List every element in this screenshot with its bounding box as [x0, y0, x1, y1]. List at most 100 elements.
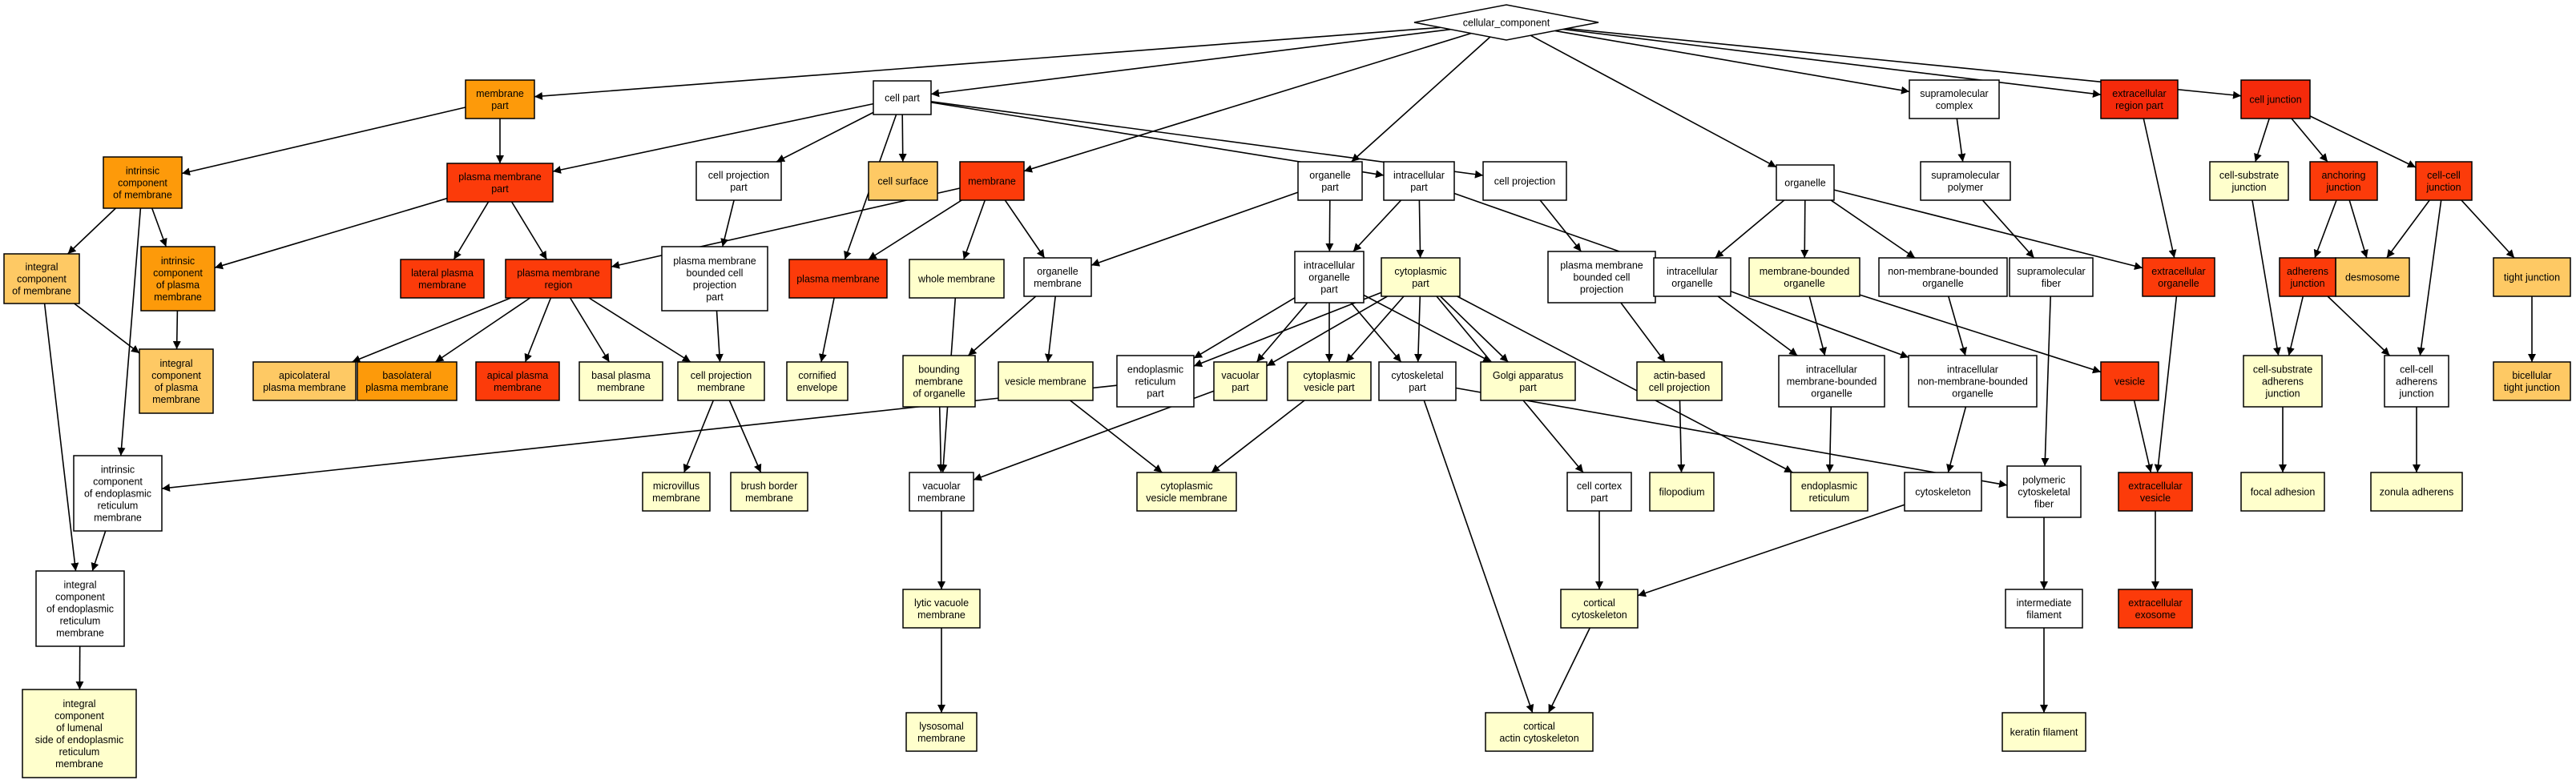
- node-membrane[interactable]: membrane: [959, 161, 1025, 201]
- node-label-line: membrane: [917, 733, 965, 744]
- node-cellular-component[interactable]: cellular_component: [1413, 4, 1599, 41]
- node-cytoskeleton[interactable]: cytoskeleton: [1904, 472, 1982, 512]
- node-desmosome[interactable]: desmosome: [2335, 257, 2410, 297]
- node-label-line: vesicle membrane: [1146, 493, 1227, 504]
- node-tight-junction[interactable]: tight junction: [2493, 257, 2571, 297]
- node-label-line: filament: [2026, 609, 2062, 621]
- node-filopodium[interactable]: filopodium: [1649, 472, 1715, 512]
- edge-cell-projection-membrane-to-brush-border-membrane: [728, 400, 762, 473]
- edge-actin-based-cell-projection-to-filopodium: [1677, 400, 1686, 473]
- node-vesicle-membrane[interactable]: vesicle membrane: [998, 361, 1094, 401]
- edge-adherens-junction-to-cell-substrate-adherens-junction: [2287, 296, 2304, 356]
- node-vesicle[interactable]: vesicle: [2100, 361, 2159, 401]
- node-keratin-filament[interactable]: keratin filament: [2002, 712, 2086, 752]
- node-plasma-membrane[interactable]: plasma membrane: [788, 259, 888, 299]
- edge-plasma-membrane-to-cornified-envelope: [818, 297, 835, 363]
- node-cell-projection[interactable]: cell projection: [1482, 161, 1567, 201]
- node-focal-adhesion[interactable]: focal adhesion: [2240, 472, 2325, 512]
- node-zonula-adherens[interactable]: zonula adherens: [2370, 472, 2463, 512]
- node-label-line: cortical: [1523, 721, 1555, 732]
- node-box: [788, 259, 888, 299]
- edge-intrinsic-component-of-membrane-to-intrinsic-component-of-er-membrane: [117, 207, 142, 456]
- node-label-line: whole membrane: [917, 274, 995, 285]
- node-cell-part[interactable]: cell part: [873, 80, 932, 115]
- node-organelle[interactable]: organelle: [1776, 164, 1835, 201]
- node-label-line: plasma membrane: [458, 171, 542, 183]
- edge-cell-junction-to-cell-cell-junction: [2309, 115, 2417, 168]
- node-whole-membrane[interactable]: whole membrane: [909, 259, 1005, 299]
- node-cell-surface[interactable]: cell surface: [868, 161, 938, 201]
- node-cell-junction[interactable]: cell junction: [2240, 79, 2311, 119]
- node-label-line: cytoskeleton: [1571, 609, 1627, 621]
- node-label-line: reticulum: [1809, 493, 1850, 504]
